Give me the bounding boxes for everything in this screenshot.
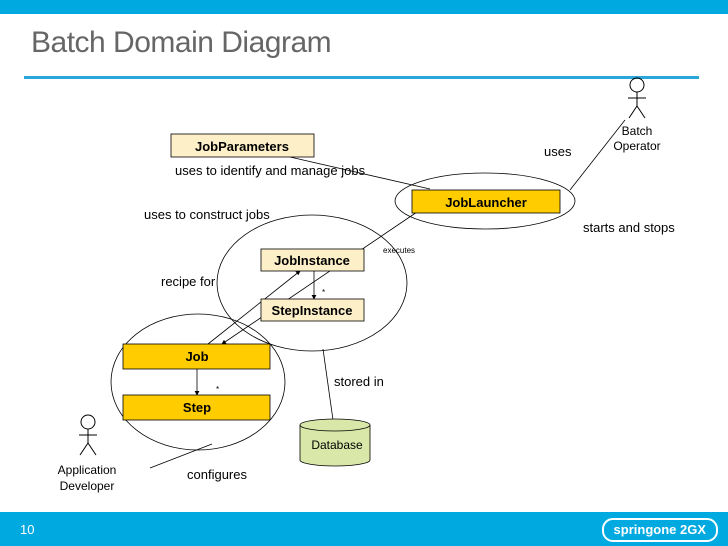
operator-label: Batch <box>622 124 653 138</box>
svg-text:Database: Database <box>311 438 363 452</box>
developer-label: Application <box>58 463 117 477</box>
page-number: 10 <box>20 522 35 537</box>
title-divider <box>24 76 699 79</box>
developer-label: Developer <box>60 479 115 493</box>
job-parameters-box: JobParameters <box>170 133 315 158</box>
job-launcher-box: JobLauncher <box>411 189 561 214</box>
job-instance-box: JobInstance <box>260 248 365 272</box>
stored-label: stored in <box>334 374 384 389</box>
operator-actor-icon <box>628 77 646 119</box>
svg-text:JobInstance: JobInstance <box>274 253 350 268</box>
svg-text:Step: Step <box>183 400 211 415</box>
developer-actor-icon <box>79 414 97 456</box>
svg-text:JobParameters: JobParameters <box>195 139 289 154</box>
top-bar <box>0 0 728 14</box>
instance-ellipse <box>216 214 408 352</box>
footer-bar: 10 springone 2GX <box>0 512 728 546</box>
job-ellipse <box>110 313 286 451</box>
job-box: Job <box>122 343 271 370</box>
operator-label: Operator <box>613 139 660 153</box>
multiplicity-label: * <box>322 288 325 297</box>
multiplicity-label: * <box>216 385 219 394</box>
starts-stops-label: starts and stops <box>583 220 675 235</box>
configures-label: configures <box>187 467 247 482</box>
step-box: Step <box>122 394 271 421</box>
recipe-label: recipe for <box>161 274 216 289</box>
executes-label: executes <box>383 246 415 255</box>
identify-label: uses to identify and manage jobs <box>175 163 366 178</box>
svg-text:StepInstance: StepInstance <box>272 303 353 318</box>
uses-label: uses <box>544 144 572 159</box>
slide-title: Batch Domain Diagram <box>31 26 332 59</box>
database-cylinder: Database <box>299 418 371 467</box>
launcher-ellipse <box>394 172 576 230</box>
springone-logo: springone 2GX <box>601 518 718 542</box>
construct-label: uses to construct jobs <box>144 207 270 222</box>
svg-text:JobLauncher: JobLauncher <box>445 195 527 210</box>
svg-text:Job: Job <box>185 349 208 364</box>
step-instance-box: StepInstance <box>260 298 365 322</box>
